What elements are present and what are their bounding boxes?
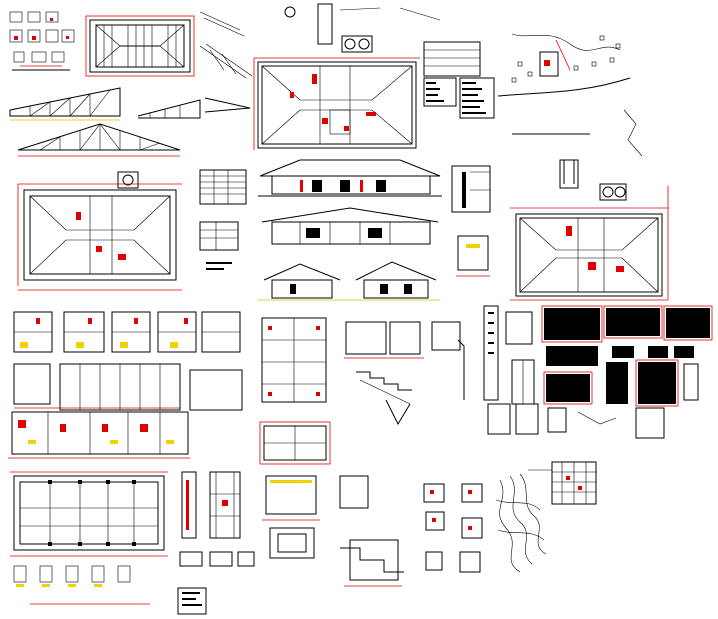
building-elevations — [258, 159, 442, 301]
roof-truss-elevations — [9, 87, 251, 157]
roof-framing-plan — [85, 11, 253, 79]
wall-section-detail — [451, 165, 491, 277]
bathroom-plan — [8, 411, 190, 459]
bathroom-elevations — [13, 311, 243, 411]
roof-plan-secondary — [510, 159, 669, 301]
column-details — [179, 471, 255, 567]
floor-plan-with-fixtures — [253, 3, 441, 150]
stair-details — [344, 321, 465, 426]
foundation-plan — [10, 471, 207, 615]
site-location-map — [497, 33, 643, 157]
roof-plan — [17, 171, 182, 291]
door-window-details — [483, 305, 539, 435]
foundation-details — [259, 317, 331, 465]
window-panels — [541, 305, 713, 439]
roof-framing-details — [9, 11, 75, 71]
footing-details — [262, 475, 483, 587]
material-schedules — [199, 41, 495, 270]
terrain-contour-map — [495, 461, 597, 573]
